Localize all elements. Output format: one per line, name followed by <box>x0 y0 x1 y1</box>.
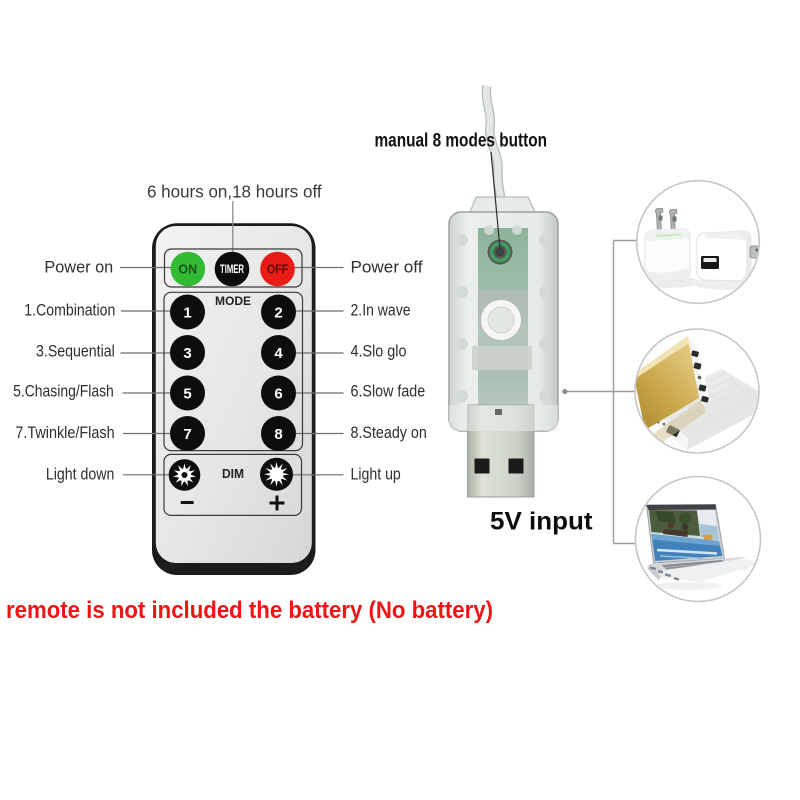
svg-text:MODE: MODE <box>215 294 251 308</box>
svg-text:3.Sequential: 3.Sequential <box>36 343 115 361</box>
svg-text:1.Combination: 1.Combination <box>24 301 115 319</box>
svg-text:TIMER: TIMER <box>220 264 244 276</box>
svg-text:2.In wave: 2.In wave <box>351 301 411 319</box>
svg-text:6: 6 <box>274 386 282 403</box>
svg-text:OFF: OFF <box>267 263 288 277</box>
svg-text:2: 2 <box>274 305 282 322</box>
svg-text:Power off: Power off <box>351 258 423 276</box>
svg-text:DIM: DIM <box>222 466 244 481</box>
svg-text:5: 5 <box>183 386 191 403</box>
svg-text:remote is not included the bat: remote is not included the battery (No b… <box>6 597 493 624</box>
svg-text:4.Slo glo: 4.Slo glo <box>351 343 407 361</box>
svg-text:8: 8 <box>274 426 282 443</box>
svg-text:3: 3 <box>183 345 191 362</box>
svg-text:6 hours on,18 hours off: 6 hours on,18 hours off <box>147 182 322 202</box>
svg-text:manual 8 modes button: manual 8 modes button <box>375 131 548 152</box>
svg-text:7: 7 <box>183 426 191 443</box>
svg-text:Power on: Power on <box>44 258 113 276</box>
svg-text:8.Steady on: 8.Steady on <box>351 424 427 442</box>
svg-text:7.Twinkle/Flash: 7.Twinkle/Flash <box>15 424 114 442</box>
svg-text:ON: ON <box>178 263 197 277</box>
svg-text:1: 1 <box>183 305 191 322</box>
svg-text:Light down: Light down <box>46 466 115 484</box>
svg-text:Light up: Light up <box>351 466 401 484</box>
svg-text:6.Slow fade: 6.Slow fade <box>351 382 426 400</box>
svg-text:4: 4 <box>274 345 283 362</box>
svg-text:5.Chasing/Flash: 5.Chasing/Flash <box>13 382 114 400</box>
svg-text:5V input: 5V input <box>490 508 593 536</box>
